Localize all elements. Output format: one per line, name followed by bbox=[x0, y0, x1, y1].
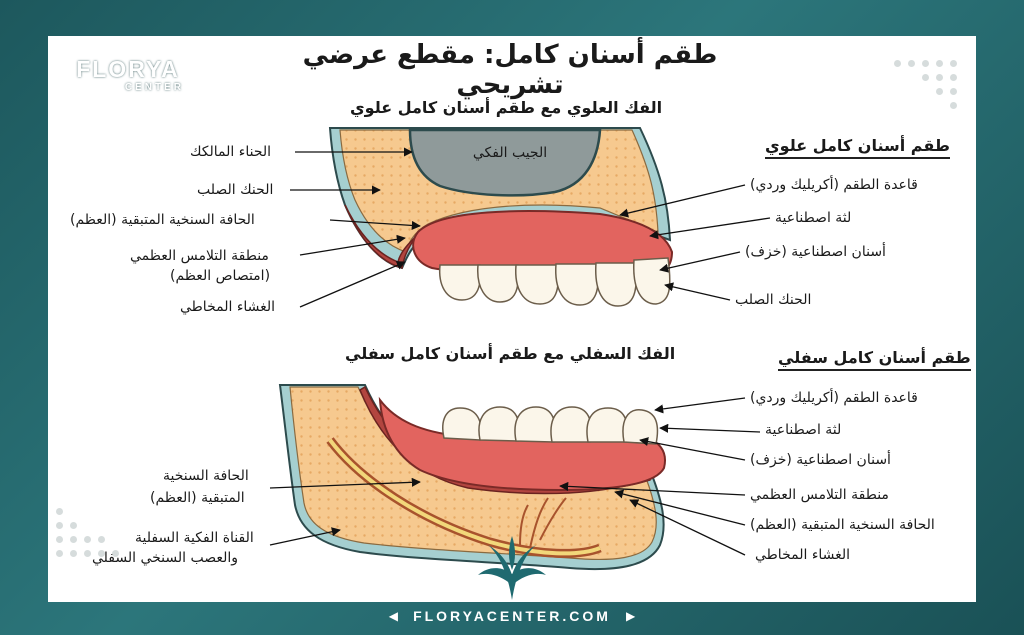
upper-left-label-2: الحنك الصلب bbox=[197, 182, 274, 198]
maxillary-sinus bbox=[408, 128, 602, 197]
lower-right-label-1: قاعدة الطقم (أكريليك وردي) bbox=[750, 390, 918, 406]
lower-left-label-2: المتبقية (العظم) bbox=[150, 490, 245, 506]
decorative-dots-bottom-left bbox=[56, 508, 146, 588]
upper-left-label-4: منطقة التلامس العظمي bbox=[130, 248, 269, 264]
lower-right-label-4: منطقة التلامس العظمي bbox=[750, 487, 889, 503]
upper-right-label-1: قاعدة الطقم (أكريليك وردي) bbox=[750, 177, 918, 193]
lower-left-label-1: الحافة السنخية bbox=[163, 468, 249, 484]
footer: ◀ FLORYACENTER.COM ▶ bbox=[0, 606, 1024, 635]
upper-right-label-3: أسنان اصطناعية (خزف) bbox=[745, 244, 886, 260]
upper-left-label-1: الحناء المالكك bbox=[190, 144, 272, 160]
lower-jaw bbox=[278, 384, 666, 571]
upper-left-leaders bbox=[290, 147, 421, 308]
inferior-alveolar-nerve bbox=[328, 438, 601, 556]
decorative-dots-top-right bbox=[880, 46, 970, 126]
lower-artificial-teeth bbox=[442, 406, 659, 445]
upper-right-label-4: الحنك الصلب bbox=[735, 292, 812, 308]
brand-sub: CENTER bbox=[124, 82, 184, 93]
upper-left-label-6: الغشاء المخاطي bbox=[180, 299, 276, 315]
lower-subtitle: الفك السفلي مع طقم أسنان كامل سفلي bbox=[345, 344, 676, 363]
lower-left-label-4: والعصب السنخي السفلي bbox=[92, 550, 239, 566]
maxillary-sinus-label: الجيب الفكي bbox=[472, 145, 548, 161]
lower-left-leaders bbox=[269, 477, 421, 546]
upper-left-label-5: (امتصاص العظم) bbox=[170, 268, 271, 284]
chevron-right-icon: ▶ bbox=[626, 609, 636, 623]
lower-right-label-2: لثة اصطناعية bbox=[765, 422, 842, 438]
page-title: طقم أسنان كامل: مقطع عرضي تشريحي bbox=[302, 40, 718, 100]
upper-left-label-3: الحافة السنخية المتبقية (العظم) bbox=[70, 212, 255, 228]
lower-right-label-6: الغشاء المخاطي bbox=[755, 547, 851, 563]
upper-artificial-teeth bbox=[438, 257, 671, 307]
upper-denture-header: طقم أسنان كامل علوي bbox=[765, 136, 950, 159]
footer-url[interactable]: FLORYACENTER.COM bbox=[413, 608, 611, 624]
plant-emblem bbox=[478, 536, 546, 600]
lower-right-label-3: أسنان اصطناعية (خزف) bbox=[750, 452, 891, 468]
nerve-branches bbox=[519, 497, 567, 549]
upper-right-label-2: لثة اصطناعية bbox=[775, 210, 852, 226]
lower-left-label-3: القناة الفكية السفلية bbox=[135, 530, 254, 546]
upper-right-leaders bbox=[619, 184, 771, 301]
brand-name: FLORYA bbox=[76, 56, 180, 82]
upper-subtitle: الفك العلوي مع طقم أسنان كامل علوي bbox=[350, 98, 663, 117]
lower-denture-header: طقم أسنان كامل سفلي bbox=[778, 348, 971, 371]
lower-right-label-5: الحافة السنخية المتبقية (العظم) bbox=[750, 517, 935, 533]
brand-logo: FLORYA CENTER bbox=[68, 56, 188, 102]
lower-right-leaders bbox=[559, 397, 761, 556]
chevron-left-icon: ◀ bbox=[388, 609, 398, 623]
